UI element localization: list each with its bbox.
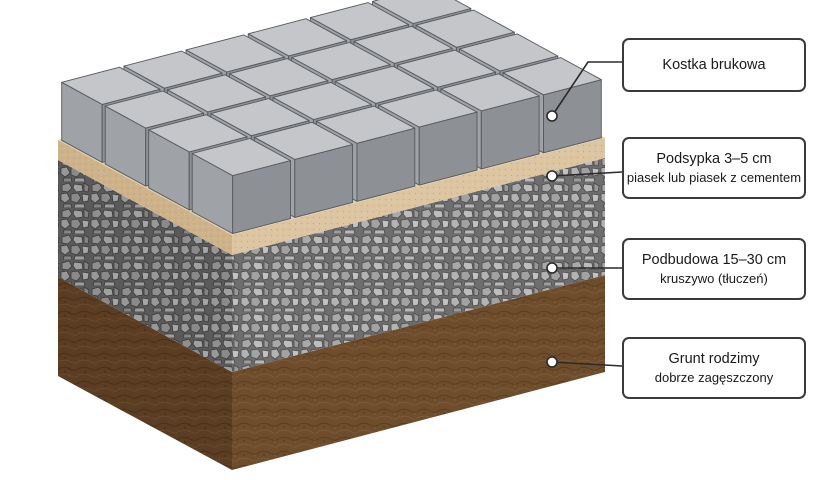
paver-block-top-face [378,89,478,128]
leader-lines [551,61,623,367]
leader-dot-gravel [546,262,558,274]
paver-block-top-face [247,18,347,57]
label-native-soil: Grunt rodzimy dobrze zagęszczony [622,337,806,399]
label-gravel-title: Podbudowa 15–30 cm [641,251,787,268]
paver-block-top-face [459,33,559,72]
paver-block-top-face [316,105,416,144]
label-paver: Kostka brukowa [622,38,806,92]
soil-front-face [232,275,605,470]
leader-dots [546,110,558,368]
label-paver-title: Kostka brukowa [662,56,766,73]
paver-block-top-face [253,121,354,160]
paver-block-top-face [291,42,391,81]
paver-block-top-face [309,2,410,41]
label-sand-bedding: Podsypka 3–5 cm piasek lub piasek z ceme… [622,137,806,199]
sand-front-face [232,138,605,255]
paver-block-top-face [396,49,497,88]
gravel-left-face [58,160,232,372]
leader-dot-paver [546,110,558,122]
paver-block-top-face [104,90,204,129]
label-soil-title: Grunt rodzimy [668,350,760,367]
label-soil-subtitle: dobrze zagęszczony [654,369,774,385]
paver-block-top-face [440,73,540,112]
leader-line-paver [551,61,622,117]
leader-dot-soil [546,356,558,368]
sand-left-face [58,140,232,255]
label-gravel-subtitle: kruszywo (tłuczeń) [660,270,768,286]
paver-block-top-face [353,25,453,64]
gravel-front-face [232,158,605,372]
soil-layer [58,275,605,470]
paver-block-top-face [415,9,515,48]
label-gravel-base: Podbudowa 15–30 cm kruszywo (tłuczeń) [622,238,806,300]
leader-line-sand [551,171,623,177]
paver-block-top-face [210,98,310,137]
leader-dot-sand [546,170,558,182]
paver-block-top-face [191,138,291,177]
label-sand-subtitle: piasek lub piasek z cementem [626,169,802,185]
paver-block-top-face [334,65,434,104]
paver-block-top-face [372,0,472,24]
paver-block-top-face [502,57,602,96]
paver-block-top-face [61,66,161,105]
leader-line-soil [551,361,623,367]
paver-block-top-face [166,74,267,113]
paver-block-top-face [272,81,372,120]
paver-grid [61,0,602,235]
paver-block-top-face [185,34,285,73]
paver-block-top-face [123,50,223,89]
paver-block-top-face [229,58,329,97]
paver-block-top-face [148,114,248,153]
gravel-layer [58,158,605,372]
soil-left-face [58,277,232,470]
label-sand-title: Podsypka 3–5 cm [656,150,772,167]
